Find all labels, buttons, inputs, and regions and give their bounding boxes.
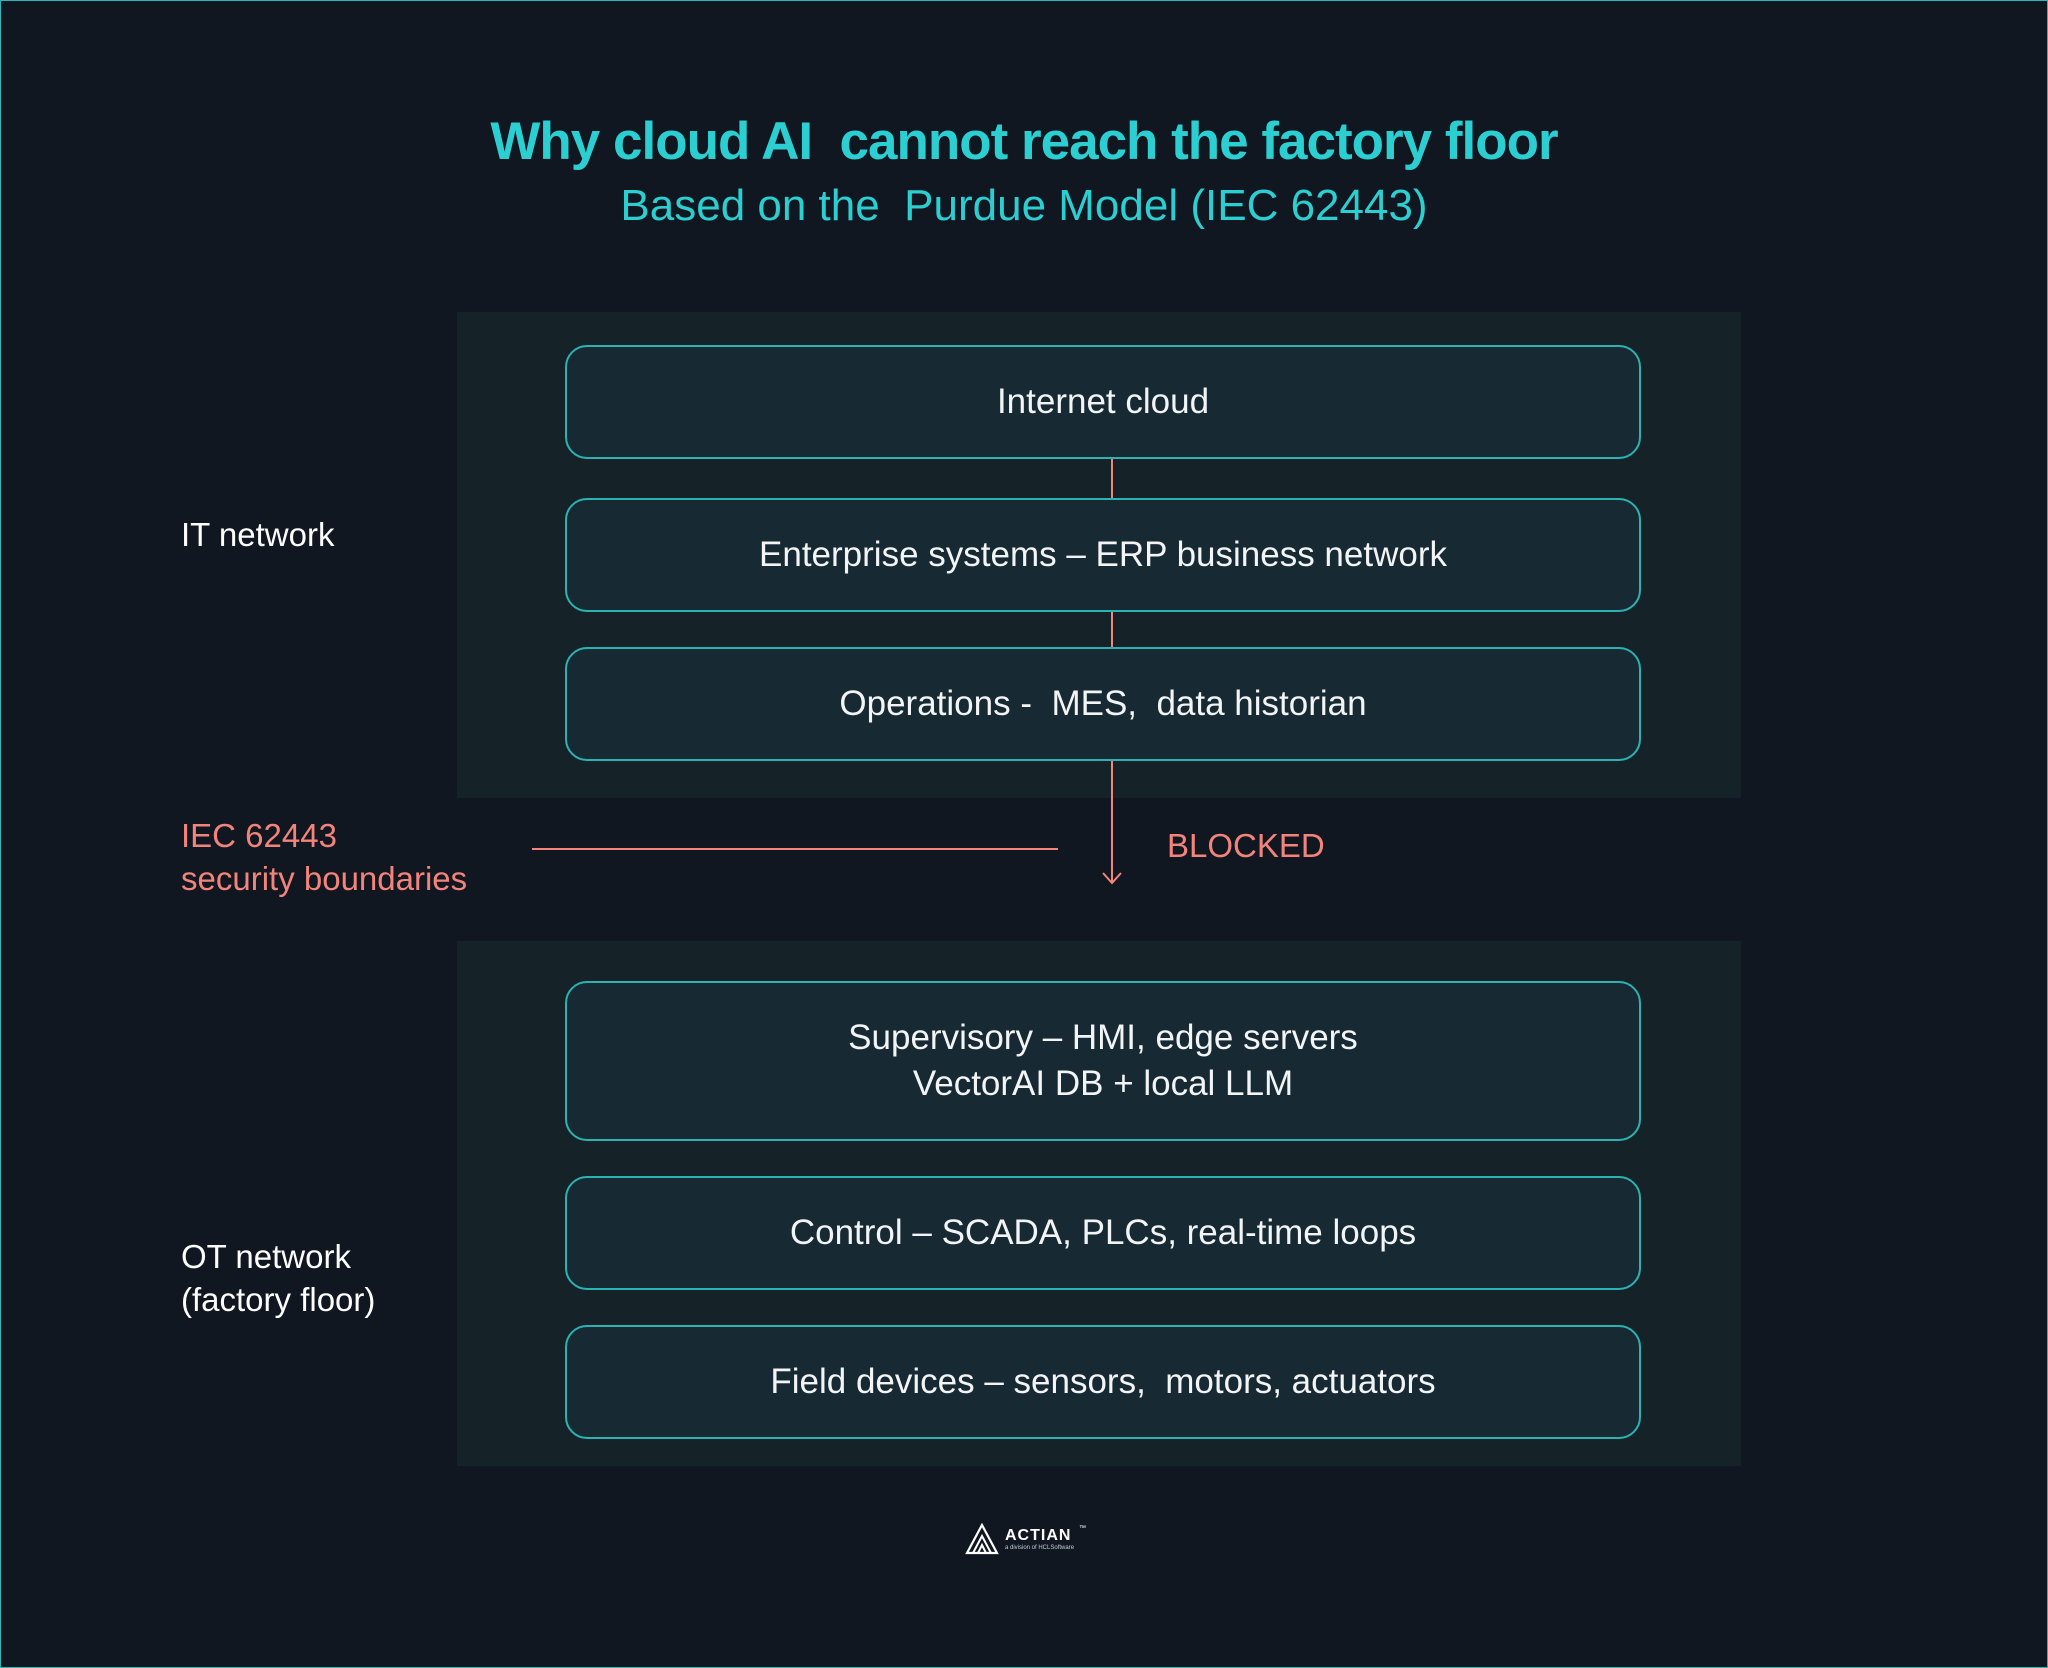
it-network-label: IT network [181, 516, 335, 553]
layer-control: Control – SCADA, PLCs, real-time loops [565, 1176, 1641, 1290]
blocked-arrow-head [1102, 872, 1122, 885]
ot-network-line2: (factory floor) [181, 1281, 376, 1318]
layer-enterprise-systems: Enterprise systems – ERP business networ… [565, 498, 1641, 612]
diagram-title: Why cloud AI cannot reach the factory fl… [490, 112, 1558, 171]
brand-name: ACTIAN [1005, 1527, 1072, 1544]
diagram-subtitle: Based on the Purdue Model (IEC 62443) [620, 181, 1428, 230]
brand-tagline: a division of HCLSoftware [1005, 1545, 1075, 1551]
ot-network-line1: OT network [181, 1238, 351, 1275]
layer-label: Field devices – sensors, motors, actuato… [770, 1362, 1436, 1401]
layer-label: Enterprise systems – ERP business networ… [759, 535, 1447, 574]
layer-label-line2: VectorAI DB + local LLM [912, 1064, 1294, 1103]
layer-field-devices: Field devices – sensors, motors, actuato… [565, 1325, 1641, 1439]
layer-label-line1: Supervisory – HMI, edge servers [848, 1018, 1358, 1057]
blocked-label: BLOCKED [1167, 827, 1325, 864]
ot-network-label: OT network (factory floor) [181, 1235, 375, 1321]
security-boundary-label: IEC 62443 security boundaries [181, 814, 467, 900]
security-boundary-line1: IEC 62443 [181, 817, 337, 854]
security-boundary-line2: security boundaries [181, 860, 468, 897]
layer-label: Operations - MES, data historian [839, 684, 1367, 723]
layer-operations: Operations - MES, data historian [565, 647, 1641, 761]
layer-internet-cloud: Internet cloud [565, 345, 1641, 459]
layer-label: Control – SCADA, PLCs, real-time loops [789, 1213, 1417, 1252]
layer-supervisory: Supervisory – HMI, edge servers VectorAI… [565, 981, 1641, 1141]
layer-label: Internet cloud [996, 382, 1210, 421]
actian-logo-icon [965, 1523, 999, 1555]
brand-trademark: ™ [1079, 1525, 1086, 1532]
